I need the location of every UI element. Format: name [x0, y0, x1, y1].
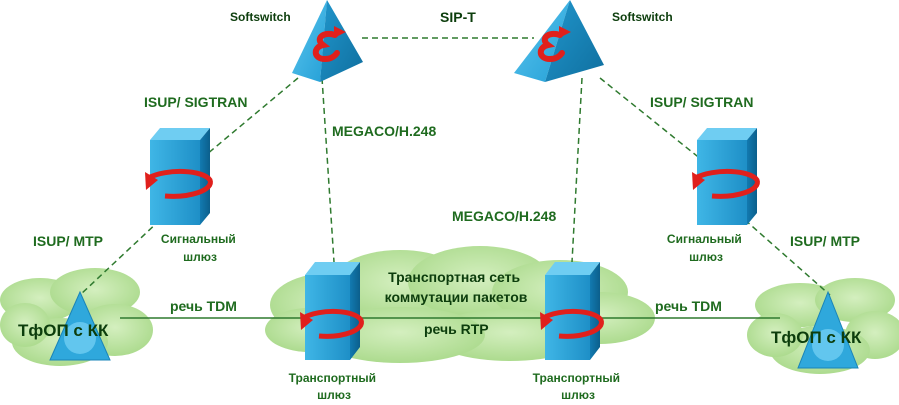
- signal-gateway-left-label: Сигнальный шлюз: [161, 232, 239, 264]
- signal-gateway-left-line2: шлюз: [183, 250, 217, 264]
- softswitch-right-icon: [514, 0, 604, 82]
- transport-gateway-right-label: Транспортный шлюз: [533, 371, 624, 402]
- isup-mtp-right-label: ISUP/ MTP: [790, 233, 860, 249]
- transport-gateway-left-icon: [300, 262, 364, 360]
- link-signal-gw-left-pstn: [79, 219, 161, 296]
- signal-gateway-right-line1: Сигнальный: [667, 232, 742, 246]
- transport-gateway-right-line2: шлюз: [561, 388, 595, 402]
- speech-rtp-label: речь RTP: [424, 321, 489, 337]
- softswitch-left-label: Softswitch: [230, 10, 291, 24]
- link-softswitch-left-transport-gw: [321, 77, 335, 263]
- network-cloud-line1: Транспортная сеть: [388, 269, 520, 285]
- network-cloud-label: Транспортная сеть коммутации пакетов: [385, 269, 528, 305]
- signal-gateway-right-line2: шлюз: [689, 250, 723, 264]
- link-signal-gw-right-pstn: [744, 219, 831, 296]
- signal-gateway-left-line1: Сигнальный: [161, 232, 236, 246]
- link-softswitch-right-transport-gw: [571, 77, 583, 263]
- signalling-links: [79, 37, 831, 296]
- pstn-exchange-right-icon: [797, 290, 859, 369]
- megaco-right-label: MEGACO/H.248: [452, 208, 556, 224]
- isup-sigtran-left-label: ISUP/ SIGTRAN: [144, 94, 247, 110]
- transport-gateway-right-icon: [540, 262, 604, 360]
- softswitch-right-label: Softswitch: [612, 10, 673, 24]
- speech-tdm-right-label: речь TDM: [655, 298, 722, 314]
- softswitch-left-icon: [292, 0, 363, 82]
- isup-sigtran-right-label: ISUP/ SIGTRAN: [650, 94, 753, 110]
- transport-gateway-left-line2: шлюз: [317, 388, 351, 402]
- pstn-cloud-left: [0, 268, 153, 366]
- link-softswitch-left-signal-gw: [199, 77, 299, 161]
- signal-gateway-right-label: Сигнальный шлюз: [667, 232, 745, 264]
- transport-gateway-right-line1: Транспортный: [533, 371, 620, 385]
- transport-gateway-left-label: Транспортный шлюз: [289, 371, 380, 402]
- sip-link-label: SIP-T: [440, 9, 476, 25]
- pstn-exchange-left-icon: [49, 290, 111, 361]
- pstn-left-label: ТфОП с КК: [18, 321, 109, 340]
- megaco-left-label: MEGACO/H.248: [332, 123, 436, 139]
- link-softswitch-right-signal-gw: [599, 77, 703, 161]
- isup-mtp-left-label: ISUP/ MTP: [33, 233, 103, 249]
- pstn-right-label: ТфОП с КК: [771, 328, 862, 347]
- network-cloud-line2: коммутации пакетов: [385, 289, 528, 305]
- transport-gateway-left-line1: Транспортный: [289, 371, 376, 385]
- signal-gateway-left-icon: [145, 128, 213, 225]
- signal-gateway-right-icon: [692, 128, 760, 225]
- speech-tdm-left-label: речь TDM: [170, 298, 237, 314]
